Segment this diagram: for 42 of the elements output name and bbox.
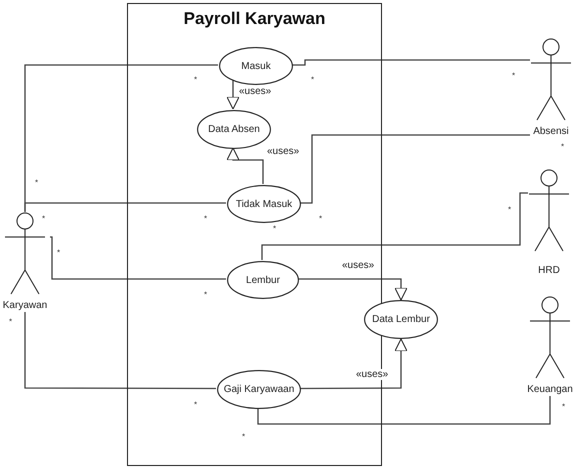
association-line xyxy=(24,312,216,390)
multiplicity-label: * xyxy=(42,215,46,223)
multiplicity-label: * xyxy=(562,403,566,411)
association-line xyxy=(300,134,530,204)
system-title: Payroll Karyawan xyxy=(182,9,326,29)
use-case-ellipse: Data Absen xyxy=(197,110,271,149)
association-line xyxy=(261,192,528,260)
multiplicity-label: * xyxy=(57,249,60,257)
multiplicity-label: * xyxy=(194,401,198,409)
use-case-ellipse: Gaji Karyawaan xyxy=(217,370,301,409)
multiplicity-label: * xyxy=(512,72,516,80)
edge-label: «uses» xyxy=(341,260,376,271)
multiplicity-label: * xyxy=(311,76,314,84)
multiplicity-label: * xyxy=(35,179,38,187)
multiplicity-label: * xyxy=(319,215,322,223)
multiplicity-label: * xyxy=(194,76,198,84)
edge-label: «uses» xyxy=(266,146,300,157)
use-case-ellipse: Tidak Masuk xyxy=(227,185,301,223)
use-case-ellipse: Data Lembur xyxy=(364,300,438,339)
multiplicity-label: * xyxy=(561,143,564,151)
multiplicity-label: * xyxy=(273,225,276,233)
actor-name: HRD xyxy=(537,265,561,277)
uses-arrow xyxy=(226,148,264,184)
uses-arrow xyxy=(226,80,240,110)
association-line xyxy=(292,59,530,66)
association-line xyxy=(24,202,226,212)
multiplicity-label: * xyxy=(9,318,12,326)
actor-name: Keuangan xyxy=(526,384,574,396)
multiplicity-label: * xyxy=(204,291,208,299)
association-line xyxy=(50,236,226,280)
multiplicity-label: * xyxy=(508,206,512,214)
actor-name: Absensi xyxy=(532,126,570,138)
edge-label: «uses» xyxy=(355,369,390,380)
multiplicity-label: * xyxy=(242,433,246,441)
multiplicity-label: * xyxy=(204,215,208,223)
actor-name: Karyawan xyxy=(2,300,48,312)
uses-arrow xyxy=(298,278,408,300)
use-case-ellipse: Lembur xyxy=(227,261,299,299)
edge-label: «uses» xyxy=(238,86,272,97)
use-case-ellipse: Masuk xyxy=(219,47,293,85)
uses-arrow xyxy=(300,338,408,390)
association-line xyxy=(257,396,551,425)
